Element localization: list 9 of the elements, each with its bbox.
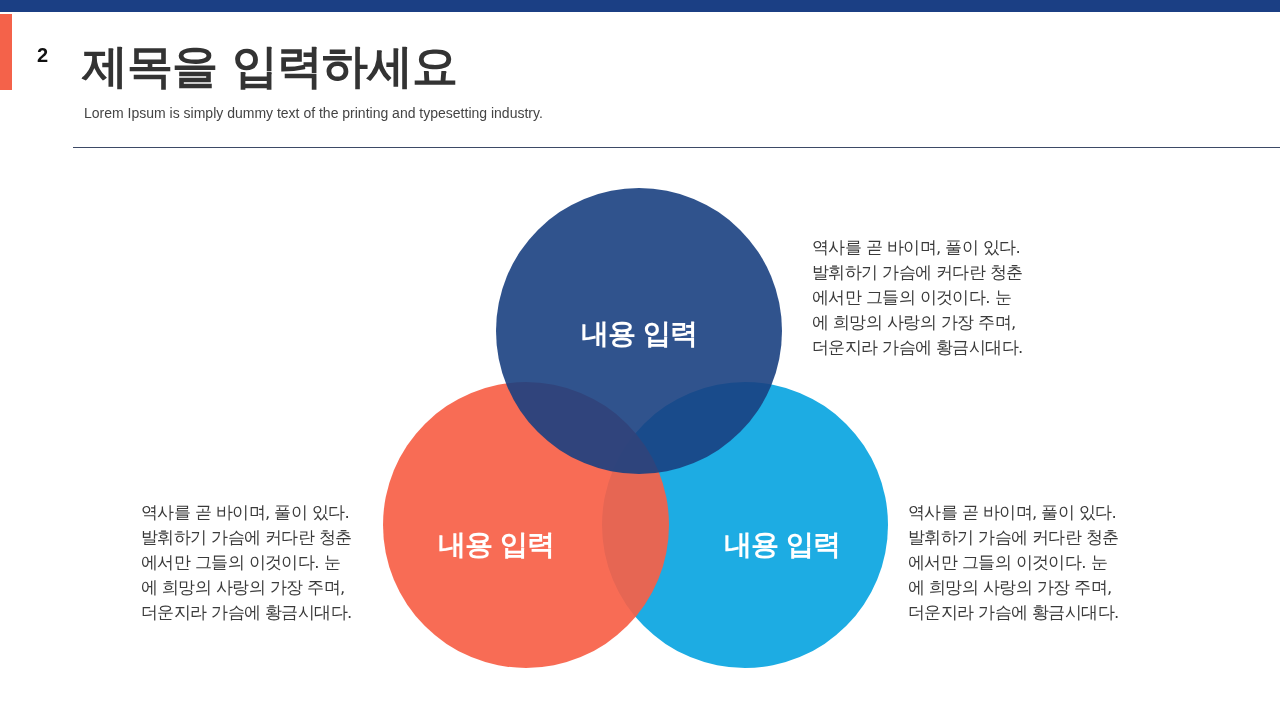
slide-title: 제목을 입력하세요: [82, 38, 457, 95]
subtitle-text: Lorem Ipsum is simply dummy text of the printing and typesetting industry.: [84, 105, 543, 121]
description-text: 역사를 곧 바이며, 풀이 있다. 발휘하기 가슴에 커다란 청춘 에서만 그들의 이것이다. 눈 에 희망의 사랑의 가장 주며, 더운지라 가슴에 황금시대다.: [908, 502, 1120, 624]
description-text: 역사를 곧 바이며, 풀이 있다. 발휘하기 가슴에 커다란 청춘 에서만 그들의 이것이다. 눈 에 희망의 사랑의 가장 주며, 더운지라 가슴에 황금시대다.: [812, 237, 1024, 359]
page-number: 2: [37, 44, 49, 67]
circle-label: 내용 입력: [437, 528, 555, 562]
circle-label: 내용 입력: [723, 528, 841, 562]
circle-label: 내용 입력: [580, 317, 698, 351]
description-text: 역사를 곧 바이며, 풀이 있다. 발휘하기 가슴에 커다란 청춘 에서만 그들의 이것이다. 눈 에 희망의 사랑의 가장 주며, 더운지라 가슴에 황금시대다.: [141, 502, 353, 624]
